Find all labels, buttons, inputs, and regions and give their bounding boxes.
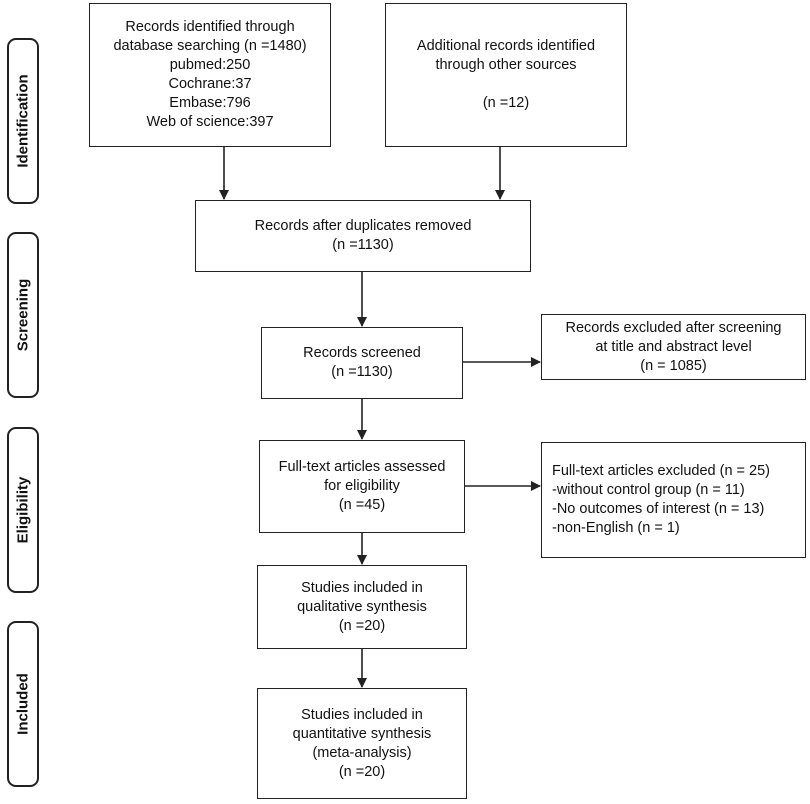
box-text-line: Studies included in [301, 706, 423, 723]
box-text-line: -No outcomes of interest (n = 13) [552, 501, 765, 517]
box-database-search: Records identified through database sear… [89, 3, 331, 147]
phase-screening: Screening [7, 232, 39, 398]
box-text-line: (n =12) [482, 95, 530, 111]
box-text-line: Records after duplicates removed [254, 218, 472, 234]
box-text-line: (n =20) [338, 763, 386, 780]
box-records-screened: Records screened (n =1130) [261, 327, 463, 399]
box-text-line: (meta-analysis) [312, 744, 412, 761]
box-quantitative-synthesis: Studies included in quantitative synthes… [257, 688, 467, 799]
box-excluded-screening: Records excluded after screening at titl… [541, 314, 806, 380]
phase-eligibility: Eligibility [7, 427, 39, 593]
box-text-line: (n =45) [338, 497, 386, 513]
box-text-line: (n =20) [338, 617, 386, 634]
box-text-line: Embase:796 [169, 95, 251, 111]
box-text-line: quantitative synthesis [292, 725, 432, 742]
box-text-line: Web of science:397 [146, 114, 274, 130]
box-other-sources: Additional records identified through ot… [385, 3, 627, 147]
box-text-line: for eligibility [324, 478, 400, 494]
box-text-line: through other sources [435, 57, 577, 73]
box-text-line: -non-English (n = 1) [552, 520, 680, 536]
box-text-line: Full-text articles excluded (n = 25) [552, 463, 770, 479]
box-fulltext-excluded: Full-text articles excluded (n = 25) -wi… [541, 442, 806, 558]
phase-included: Included [7, 621, 39, 787]
box-text-line: (n = 1085) [640, 357, 707, 374]
box-text-line: (n =1130) [332, 237, 394, 253]
box-qualitative-synthesis: Studies included in qualitative synthesi… [257, 565, 467, 649]
box-text-line: Additional records identified [416, 38, 596, 54]
box-text-line: Records screened [303, 345, 421, 361]
box-text-line: Cochrane:37 [168, 76, 252, 92]
box-text-line: Studies included in [301, 579, 423, 596]
box-text-line: (n =1130) [331, 364, 393, 380]
box-text-line: Records excluded after screening [565, 319, 782, 336]
box-text-line: at title and abstract level [595, 338, 752, 355]
box-text-line: database searching (n =1480) [113, 38, 307, 54]
box-text-line: -without control group (n = 11) [552, 482, 745, 498]
box-text-line: Records identified through [125, 19, 295, 35]
phase-identification: Identification [7, 38, 39, 204]
box-text-line: qualitative synthesis [297, 598, 427, 615]
box-text-line: pubmed:250 [169, 57, 251, 73]
box-text-line: Full-text articles assessed [278, 459, 446, 475]
box-fulltext-assessed: Full-text articles assessed for eligibil… [259, 440, 465, 533]
box-duplicates-removed: Records after duplicates removed (n =113… [195, 200, 531, 272]
